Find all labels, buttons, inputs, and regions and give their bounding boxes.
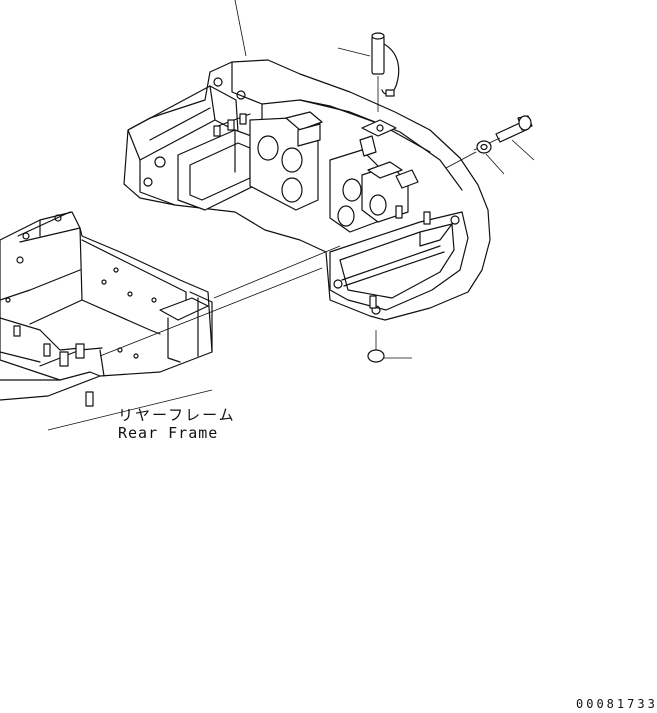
rear-frame xyxy=(0,211,213,407)
alignment-line-1 xyxy=(213,245,341,299)
counterweight-leader xyxy=(234,0,247,57)
lifting-pin-leader xyxy=(337,47,371,57)
rear-frame-label-jp: リヤーフレーム xyxy=(118,406,236,424)
bolt xyxy=(473,115,533,151)
drawing-number: 00081733 xyxy=(576,697,657,711)
cap-plug xyxy=(367,330,385,363)
bolt-leader xyxy=(511,139,535,161)
rear-frame-label-en: Rear Frame xyxy=(118,424,218,442)
rear-frame-leader xyxy=(47,389,213,431)
counterweight xyxy=(123,59,491,321)
washer-leader xyxy=(485,153,505,175)
lifting-pin xyxy=(371,32,400,112)
alignment-line-2 xyxy=(99,267,323,357)
leader-lines xyxy=(47,0,535,431)
washer xyxy=(445,140,492,169)
